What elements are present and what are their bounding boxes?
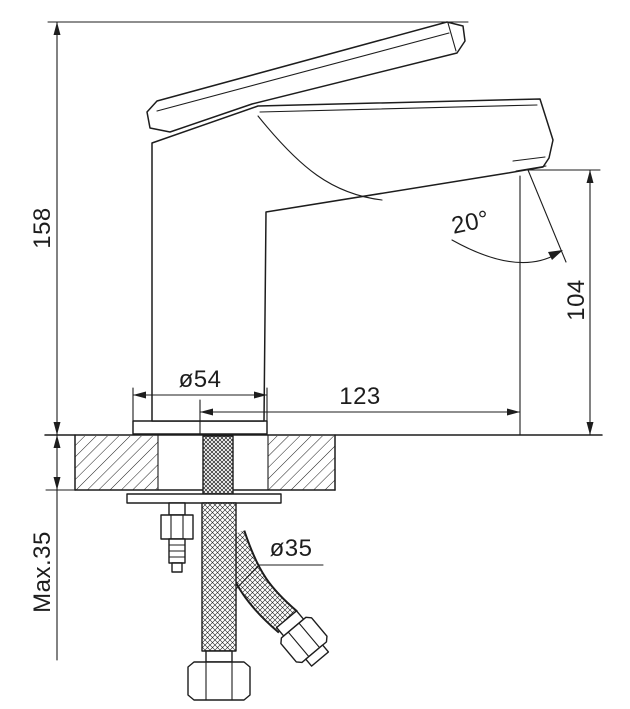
label-stream-angle: 20°: [449, 206, 492, 240]
hose-ferrule: [205, 650, 233, 663]
label-spout-reach: 123: [339, 383, 381, 410]
dimension-total-height: 158: [29, 21, 469, 436]
angle-arc: [451, 239, 561, 263]
faucet-body-spout: [151, 98, 554, 422]
deck-hatch-right: [268, 436, 335, 490]
hose-nut-bottom: [187, 661, 251, 701]
label-base-diameter: ø54: [179, 366, 222, 393]
spout-junction-curve: [257, 115, 383, 201]
label-outlet-height: 104: [563, 279, 590, 321]
dimension-base-diameter: ø54: [132, 366, 268, 434]
mounting-stud: [160, 502, 194, 573]
stream-direction-line: [527, 169, 567, 263]
label-hose-diameter: ø35: [270, 535, 313, 562]
dimension-outlet-height: 104: [525, 169, 601, 436]
dimension-max-deck-thickness: Max.35: [29, 434, 76, 661]
label-total-height: 158: [29, 207, 56, 249]
mounting-nut: [160, 514, 194, 540]
flexible-hose-straight: [187, 502, 251, 701]
deck-section: [44, 434, 603, 491]
aerator-detail: [512, 156, 546, 162]
label-max-deck-thickness: Max.35: [29, 531, 56, 613]
mounting-washer: [126, 493, 282, 504]
annotation-stream-angle: 20°: [449, 169, 567, 263]
leader-line: [235, 564, 260, 590]
under-counter-assembly: [126, 435, 330, 701]
annotation-hose-diameter: ø35: [235, 535, 324, 590]
threaded-shank: [202, 435, 234, 495]
hose-nut-angled: [275, 610, 330, 667]
dimension-spout-reach: 123: [199, 175, 521, 436]
deck-hatch-left: [75, 436, 158, 490]
